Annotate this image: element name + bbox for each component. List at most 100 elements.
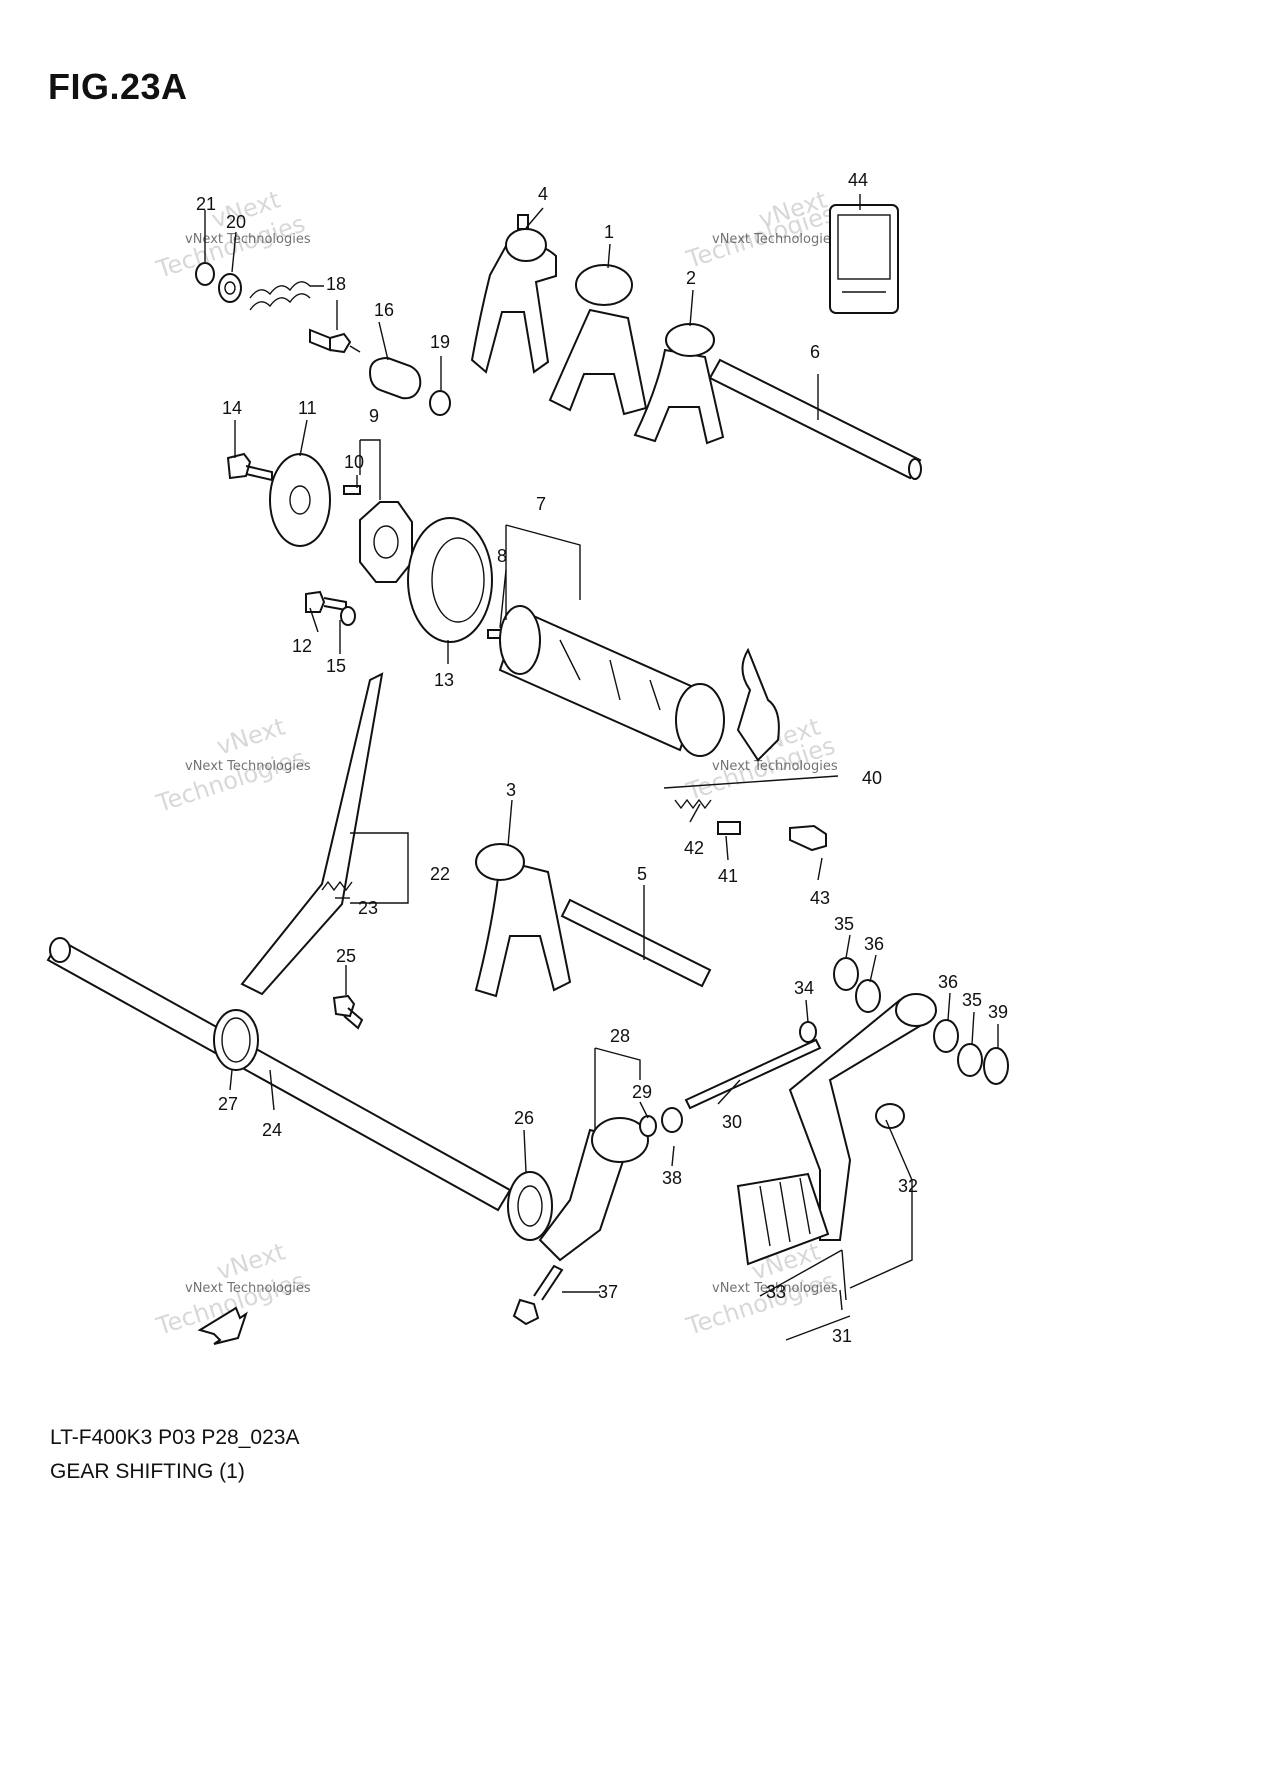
label-34: 34: [794, 978, 814, 998]
label-38: 38: [662, 1168, 682, 1188]
part-41-pin: [717, 821, 741, 835]
part-18-stud-bolt: [309, 328, 352, 354]
part-32-gear-shift-lever: [788, 998, 932, 1241]
leader-lines: [204, 194, 999, 1341]
watermark-group-1: Technologies vNext Technologies vNext: [152, 185, 311, 284]
label-2: 2: [686, 268, 696, 288]
part-34-nut: [799, 1021, 817, 1043]
figure-caption: GEAR SHIFTING (1): [50, 1460, 245, 1483]
label-14: 14: [222, 398, 242, 418]
figure-title: FIG.23A: [48, 66, 188, 107]
label-41: 41: [718, 866, 738, 886]
watermark-group-2: Technologies vNext Technologies vNext: [682, 185, 838, 274]
label-24: 24: [262, 1120, 282, 1140]
part-36-washer: [933, 1019, 959, 1053]
fwd-arrow-icon: [197, 1306, 248, 1345]
label-35: 35: [834, 914, 854, 934]
label-40: 40: [862, 768, 882, 788]
part-22-shift-lever: [240, 672, 384, 996]
part-1-shift-fork: [548, 308, 648, 416]
label-35: 35: [962, 990, 982, 1010]
part-9-cam: [359, 501, 413, 583]
watermark-small: vNext Technologies: [185, 232, 311, 247]
part-29-nut: [639, 1115, 657, 1137]
part-2-shift-fork: [633, 348, 725, 445]
label-20: 20: [226, 212, 246, 232]
label-22: 22: [430, 864, 450, 884]
part-6-fork-shaft: [708, 358, 922, 480]
part-33-pedal-rubber: [736, 1172, 830, 1266]
part-35-washer: [833, 957, 859, 991]
part-4-shift-fork: [470, 242, 557, 374]
label-19: 19: [430, 332, 450, 352]
part-3-shift-fork: [474, 858, 572, 998]
label-5: 5: [637, 864, 647, 884]
label-1: 1: [604, 222, 614, 242]
label-9: 9: [369, 406, 379, 426]
part-35-washer: [957, 1043, 983, 1077]
label-27: 27: [218, 1094, 238, 1114]
label-25: 25: [336, 946, 356, 966]
part-25-bolt: [332, 994, 364, 1030]
label-15: 15: [326, 656, 346, 676]
part-19-washer: [429, 390, 451, 416]
label-30: 30: [722, 1112, 742, 1132]
part-13-bearing: [407, 517, 493, 643]
part-38-nut: [661, 1107, 683, 1133]
part-26-oil-seal: [507, 1171, 553, 1241]
label-42: 42: [684, 838, 704, 858]
part-43-bolt: [789, 824, 827, 852]
watermark-small: vNext Technologies: [712, 759, 838, 774]
figure-code: LT-F400K3 P03 P28_023A: [50, 1426, 300, 1449]
part-27-spring: [213, 1009, 259, 1071]
part-10-pin: [343, 485, 361, 495]
part-20-washer: [218, 273, 242, 303]
part-37-bolt: [512, 1264, 564, 1326]
watermark-small: vNext Technologies: [185, 759, 311, 774]
label-44: 44: [848, 170, 868, 190]
part-30-rod: [684, 1038, 822, 1110]
watermark-small: vNext Technologies: [712, 232, 838, 247]
part-24-shift-shaft: [46, 938, 512, 1212]
label-36: 36: [938, 972, 958, 992]
label-3: 3: [506, 780, 516, 800]
part-21-washer: [195, 262, 215, 286]
part-36-washer: [855, 979, 881, 1013]
watermark-small: vNext Technologies: [712, 1281, 838, 1296]
part-40-stopper: [736, 647, 780, 762]
label-37: 37: [598, 1282, 618, 1302]
watermark-small: vNext Technologies: [185, 1281, 311, 1296]
part-44-label: [829, 204, 899, 314]
label-43: 43: [810, 888, 830, 908]
label-33: 33: [766, 1282, 786, 1302]
label-31: 31: [832, 1326, 852, 1346]
label-10: 10: [344, 452, 364, 472]
label-13: 13: [434, 670, 454, 690]
label-26: 26: [514, 1108, 534, 1128]
label-23: 23: [358, 898, 378, 918]
label-4: 4: [538, 184, 548, 204]
part-5-fork-shaft: [560, 898, 712, 988]
label-6: 6: [810, 342, 820, 362]
label-18: 18: [326, 274, 346, 294]
label-7: 7: [536, 494, 546, 514]
part-15-washer: [340, 606, 356, 626]
label-16: 16: [374, 300, 394, 320]
label-28: 28: [610, 1026, 630, 1046]
label-29: 29: [632, 1082, 652, 1102]
part-16-stopper: [368, 356, 422, 400]
part-11-plate: [269, 453, 331, 547]
label-39: 39: [988, 1002, 1008, 1022]
label-12: 12: [292, 636, 312, 656]
label-32: 32: [898, 1176, 918, 1196]
part-23-spring: [321, 880, 353, 892]
part-39-circlip: [983, 1047, 1009, 1085]
label-21: 21: [196, 194, 216, 214]
part-12-screw: [305, 590, 347, 613]
part-42-spring: [674, 798, 712, 810]
label-11: 11: [298, 398, 317, 418]
part-spring: [249, 281, 324, 311]
part-14-bolt: [226, 452, 273, 482]
label-36: 36: [864, 934, 884, 954]
